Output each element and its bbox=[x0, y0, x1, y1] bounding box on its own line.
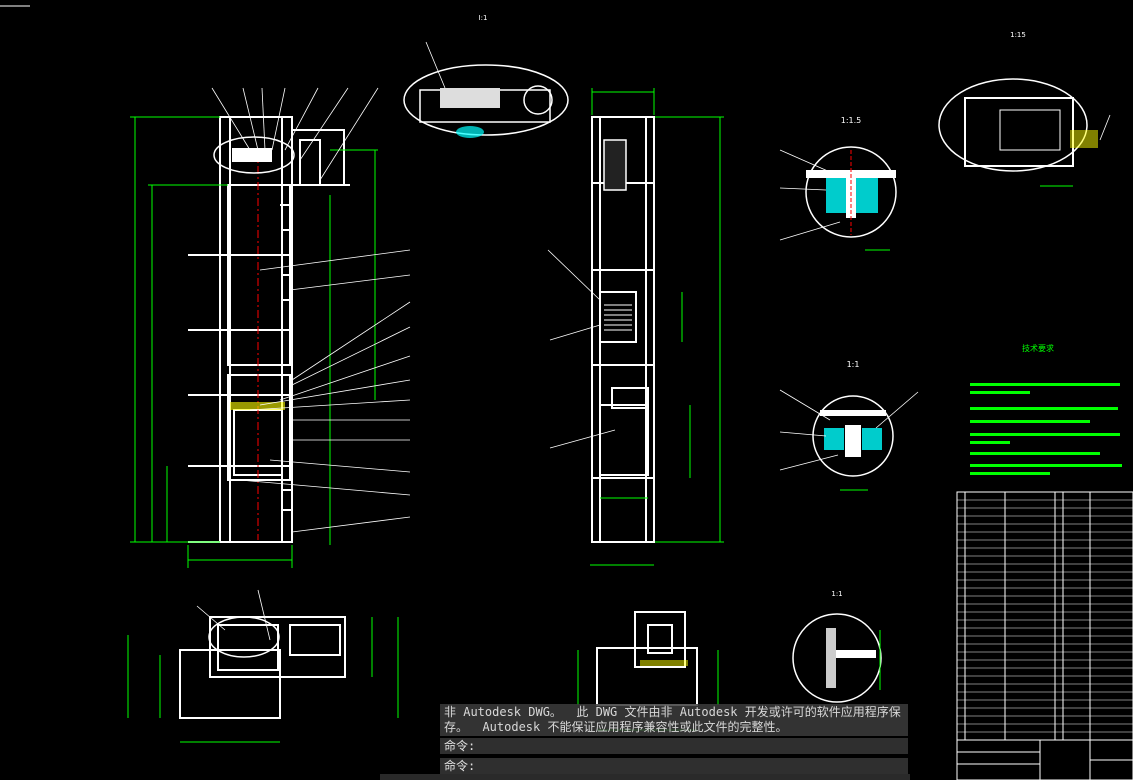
section-label-detail-c: 1:1 bbox=[831, 590, 842, 598]
section-label-top-right: 1:15 bbox=[1010, 31, 1026, 39]
command-prompt-2[interactable]: 命令: bbox=[440, 758, 908, 774]
dimensions-side bbox=[590, 88, 724, 566]
tech-requirements-text bbox=[970, 383, 1122, 475]
plan-center-hatch bbox=[640, 660, 688, 666]
tech-requirements-title: 技术要求 bbox=[1022, 343, 1054, 353]
section-label-detail-b: 1:1 bbox=[847, 360, 860, 369]
command-history-message: 非 Autodesk DWG。 此 DWG 文件由非 Autodesk 开发或许… bbox=[440, 704, 908, 736]
plan-detail-ellipse bbox=[208, 616, 280, 658]
drive-unit-side bbox=[603, 139, 627, 191]
bom-rows bbox=[957, 499, 1133, 733]
top-right-detail-view[interactable] bbox=[938, 78, 1111, 187]
bom-table[interactable] bbox=[956, 491, 1133, 741]
side-elevation-view[interactable] bbox=[591, 116, 655, 543]
detail-a-view[interactable] bbox=[779, 146, 897, 251]
section-label-detail-a: 1:1.5 bbox=[841, 116, 862, 125]
plan-view-left[interactable] bbox=[179, 616, 346, 719]
section-label-top: I:1 bbox=[479, 14, 488, 22]
plan-view-center[interactable] bbox=[596, 611, 698, 706]
motor-block bbox=[232, 148, 272, 162]
leaders-plan-left bbox=[196, 589, 271, 641]
stacked-weights bbox=[604, 304, 632, 331]
detail-b-view[interactable] bbox=[779, 389, 919, 491]
command-prompt-1: 命令: bbox=[440, 738, 908, 754]
dimensions-main bbox=[130, 116, 378, 568]
top-detail-view[interactable] bbox=[403, 41, 569, 138]
detail-c-view[interactable] bbox=[792, 613, 882, 703]
leaders-side bbox=[547, 249, 616, 449]
command-input-bar[interactable] bbox=[380, 774, 910, 780]
detail-circle-motor bbox=[213, 136, 295, 174]
title-block[interactable] bbox=[956, 739, 1133, 780]
leaders-main bbox=[211, 87, 411, 533]
front-elevation-view[interactable] bbox=[188, 116, 350, 543]
hatch-band bbox=[230, 402, 285, 410]
dimensions-plan-left bbox=[127, 617, 399, 743]
